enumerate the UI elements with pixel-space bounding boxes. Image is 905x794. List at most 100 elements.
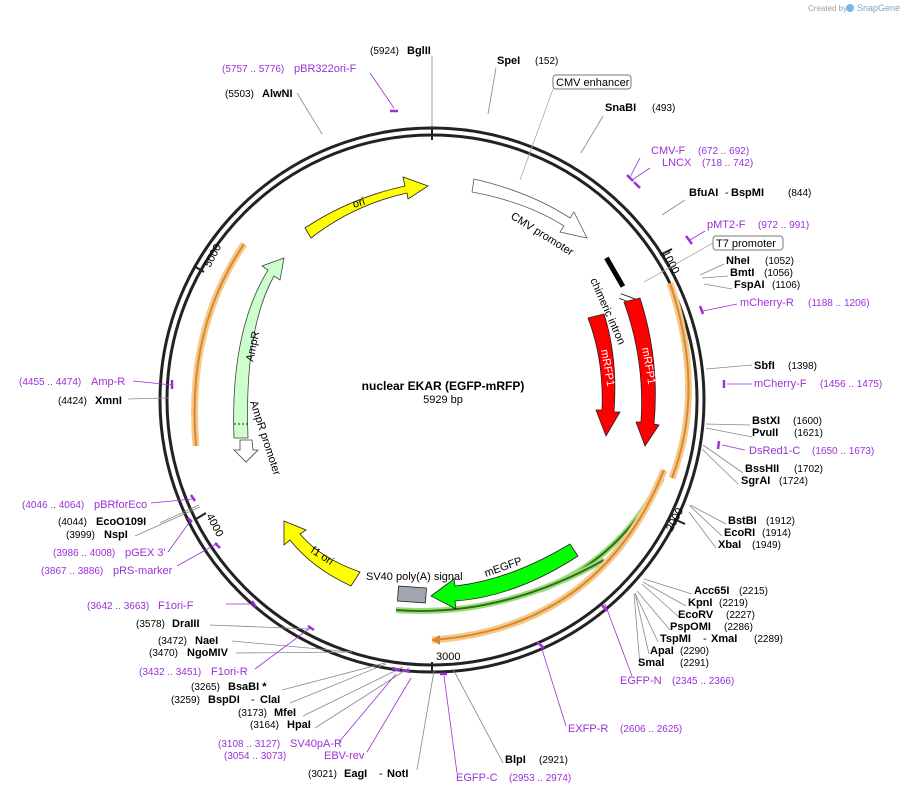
cmv-promoter-feature[interactable] (471, 178, 588, 239)
f1orif-label[interactable]: F1ori-F (158, 600, 194, 612)
f1orir-pos: (3432 .. 3451) (139, 667, 201, 678)
mcherryr-pos: (1188 .. 1206) (808, 298, 870, 309)
spei-label[interactable]: SpeI (497, 55, 520, 67)
bspmi-label[interactable]: BspMI (731, 187, 764, 199)
ngomiv-pos: (3470) (149, 648, 178, 659)
tick-label-2000: 2000 (664, 506, 686, 533)
mrfp1-feature-a[interactable] (587, 313, 621, 437)
hpai-label[interactable]: HpaI (287, 719, 311, 731)
svg-text:-: - (725, 187, 729, 199)
blpi-label[interactable]: BlpI (505, 754, 526, 766)
sgrai-label[interactable]: SgrAI (741, 475, 770, 487)
smai-label[interactable]: SmaI (638, 657, 664, 669)
cmv-enhancer-label[interactable]: CMV enhancer (556, 77, 630, 89)
bglii-label[interactable]: BglII (407, 45, 431, 57)
f1orif-pos: (3642 .. 3663) (87, 601, 149, 612)
pbr322-label[interactable]: pBR322ori-F (294, 63, 357, 75)
mcherryf-label[interactable]: mCherry-F (754, 378, 807, 390)
apai-label[interactable]: ApaI (650, 645, 674, 657)
snabi-pos: (493) (652, 103, 675, 114)
egfpn-label[interactable]: EGFP-N (620, 675, 662, 687)
pvuii-pos: (1621) (794, 428, 823, 439)
mfei-pos: (3173) (238, 708, 267, 719)
dsred1c-pos: (1650 .. 1673) (812, 446, 874, 457)
xbai-label[interactable]: XbaI (718, 539, 741, 551)
smai-pos: (2291) (680, 658, 709, 669)
f1orir-label[interactable]: F1ori-R (211, 666, 248, 678)
pmt2f-label[interactable]: pMT2-F (707, 219, 746, 231)
ebvrev-label[interactable]: EBV-rev (324, 750, 365, 762)
sv40-polya-feature[interactable] (397, 585, 427, 604)
t7-promoter-label[interactable]: T7 promoter (716, 238, 776, 250)
orf-arc-bottom (431, 468, 668, 644)
mrfp1-feature-b[interactable] (623, 297, 660, 447)
kpni-pos: (2219) (719, 598, 748, 609)
eco0109i-label[interactable]: EcoO109I (96, 516, 146, 528)
bsshii-label[interactable]: BssHII (745, 463, 779, 475)
egfpc-pos: (2953 .. 2974) (509, 773, 571, 784)
prs-label[interactable]: pRS-marker (113, 565, 173, 577)
alwni-label[interactable]: AlwNI (262, 88, 293, 100)
pgex-label[interactable]: pGEX 3' (125, 547, 166, 559)
cmvf-label[interactable]: CMV-F (651, 145, 686, 157)
egfpc-label[interactable]: EGFP-C (456, 772, 498, 784)
psp-label[interactable]: PspOMI (670, 621, 711, 633)
prs-pos: (3867 .. 3886) (41, 566, 103, 577)
alwni-pos: (5503) (225, 89, 254, 100)
lncx-label[interactable]: LNCX (662, 157, 692, 169)
ecorv-label[interactable]: EcoRV (678, 609, 714, 621)
ecori-label[interactable]: EcoRI (724, 527, 755, 539)
exfpr-label[interactable]: EXFP-R (568, 723, 608, 735)
bstbi-label[interactable]: BstBI (728, 515, 757, 527)
egfpn-pos: (2345 .. 2366) (672, 676, 734, 687)
bstbi-pos: (1912) (766, 516, 795, 527)
sv40par-pos: (3108 .. 3127) (218, 739, 280, 750)
pbr322-pos: (5757 .. 5776) (222, 64, 284, 75)
acc65i-label[interactable]: Acc65I (694, 585, 729, 597)
bsabi-label[interactable]: BsaBI * (228, 681, 267, 693)
ampr-primer-label[interactable]: Amp-R (91, 376, 125, 388)
eagi-label[interactable]: EagI (344, 768, 367, 780)
mcherryf-pos: (1456 .. 1475) (820, 379, 882, 390)
noti-label[interactable]: NotI (387, 768, 408, 780)
bfuai-label[interactable]: BfuAI (689, 187, 718, 199)
ampr-promoter-feature[interactable] (233, 439, 259, 463)
sv40par-label[interactable]: SV40pA-R (290, 738, 342, 750)
psp-pos: (2286) (724, 622, 753, 633)
tspmi-label[interactable]: TspMI (660, 633, 691, 645)
fspai-label[interactable]: FspAI (734, 279, 765, 291)
megfp-feature[interactable] (430, 543, 579, 610)
mfei-label[interactable]: MfeI (274, 707, 296, 719)
draiii-pos: (3578) (136, 619, 165, 630)
t7-promoter-box (712, 235, 784, 251)
xmai-label[interactable]: XmaI (711, 633, 737, 645)
bsshii-pos: (1702) (794, 464, 823, 475)
snabi-label[interactable]: SnaBI (605, 102, 636, 114)
bmti-label[interactable]: BmtI (730, 267, 754, 279)
tick-4000 (195, 512, 207, 520)
f1-ori-feature[interactable] (283, 520, 361, 587)
sbfi-pos: (1398) (788, 361, 817, 372)
nhei-label[interactable]: NheI (726, 255, 750, 267)
pvuii-label[interactable]: PvuII (752, 427, 778, 439)
pmt2f-pos: (972 .. 991) (758, 220, 809, 231)
xmni-label[interactable]: XmnI (95, 395, 122, 407)
bspdi-label[interactable]: BspDI (208, 694, 240, 706)
bmti-pos: (1056) (764, 268, 793, 279)
kpni-label[interactable]: KpnI (688, 597, 712, 609)
mcherryr-label[interactable]: mCherry-R (740, 297, 794, 309)
ngomiv-label[interactable]: NgoMIV (187, 647, 229, 659)
draiii-label[interactable]: DraIII (172, 618, 200, 630)
dsred1c-label[interactable]: DsRed1-C (749, 445, 800, 457)
nspi-label[interactable]: NspI (104, 529, 128, 541)
ori-feature[interactable] (304, 176, 429, 239)
ampr-feature[interactable] (233, 257, 285, 439)
bstxi-label[interactable]: BstXI (752, 415, 780, 427)
svg-text:-: - (251, 694, 255, 706)
pbrfor-label[interactable]: pBRforEco (94, 499, 147, 511)
sbfi-label[interactable]: SbfI (754, 360, 775, 372)
bsabi-pos: (3265) (191, 682, 220, 693)
svg-text:-: - (703, 633, 707, 645)
clai-label[interactable]: ClaI (260, 694, 280, 706)
naei-label[interactable]: NaeI (195, 635, 218, 647)
